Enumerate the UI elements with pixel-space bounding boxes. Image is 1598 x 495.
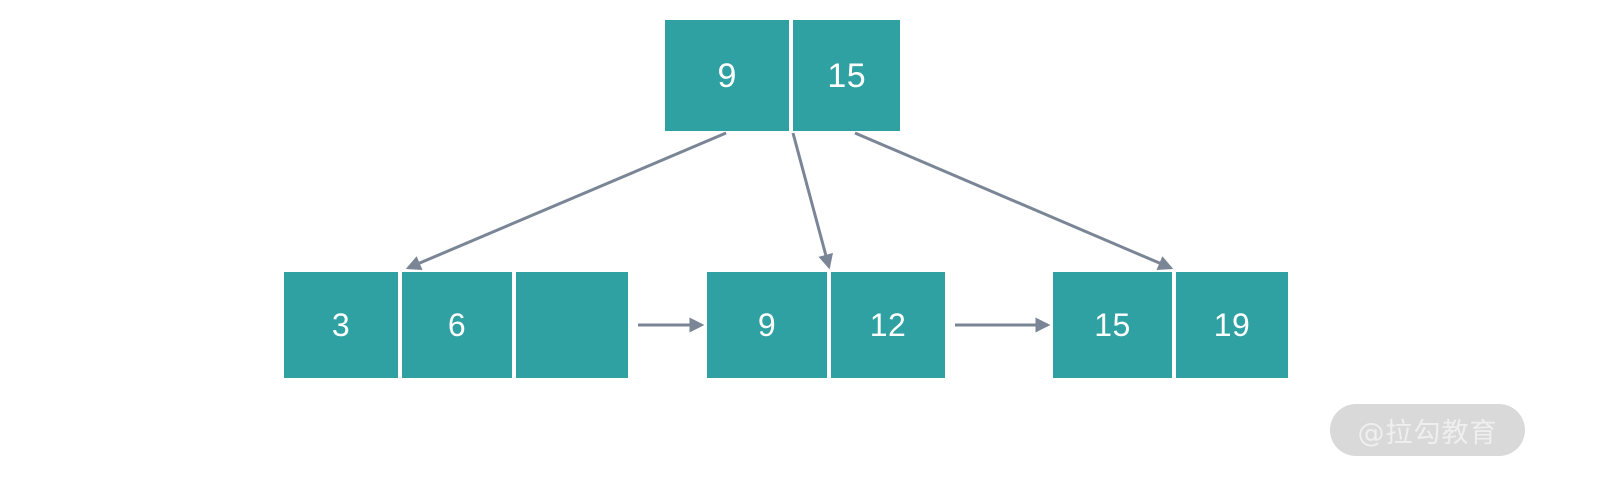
leaf-1-cell-2-empty bbox=[516, 272, 628, 378]
root-cell-1: 15 bbox=[793, 20, 900, 131]
leaf-1-cell-1: 6 bbox=[402, 272, 512, 378]
root-cell-0: 9 bbox=[665, 20, 790, 131]
arrow-root-to-leaf-2 bbox=[791, 132, 833, 270]
leaf-node-2: 9 12 bbox=[707, 272, 945, 378]
watermark-badge: @拉勾教育 bbox=[1330, 404, 1525, 456]
leaf-2-cell-1: 12 bbox=[831, 272, 945, 378]
leaf-node-3: 15 19 bbox=[1053, 272, 1288, 378]
leaf-3-cell-0: 15 bbox=[1053, 272, 1172, 378]
arrow-root-to-leaf-1 bbox=[405, 131, 727, 270]
leaf-1-cell-0: 3 bbox=[284, 272, 398, 378]
leaf-node-1: 3 6 bbox=[284, 272, 628, 378]
leaf-3-cell-1: 19 bbox=[1176, 272, 1288, 378]
arrow-root-to-leaf-3 bbox=[854, 131, 1174, 270]
watermark-text: @拉勾教育 bbox=[1357, 417, 1498, 449]
leaf-2-cell-0: 9 bbox=[707, 272, 827, 378]
root-node: 9 15 bbox=[665, 20, 900, 131]
